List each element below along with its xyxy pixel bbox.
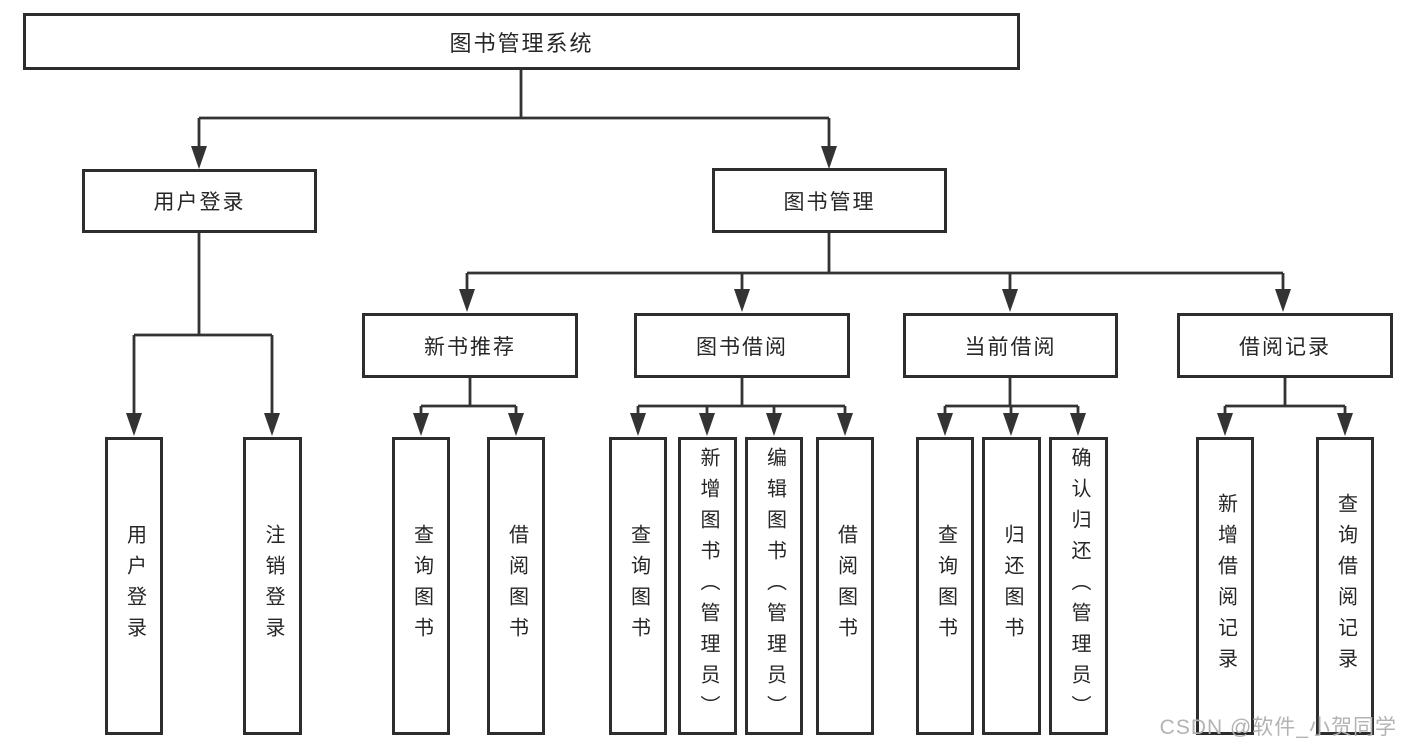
leaf-logout-label: 注销登录 bbox=[262, 524, 284, 648]
leaf-add-borrow-record: 新增借阅记录 bbox=[1196, 437, 1254, 735]
node-new-book-recommend: 新书推荐 bbox=[362, 313, 578, 378]
leaf-edit-book-admin-label: 编辑图书（管理员） bbox=[763, 446, 786, 726]
leaf-borrow-books-1-label: 借阅图书 bbox=[505, 524, 528, 648]
node-current-borrowing: 当前借阅 bbox=[903, 313, 1118, 378]
leaf-user-login: 用户登录 bbox=[105, 437, 163, 735]
leaf-query-books-3: 查询图书 bbox=[916, 437, 974, 735]
tree-edges bbox=[132, 70, 1347, 418]
leaf-logout: 注销登录 bbox=[243, 437, 302, 735]
leaf-borrow-books-1: 借阅图书 bbox=[487, 437, 545, 735]
leaf-query-borrow-record: 查询借阅记录 bbox=[1316, 437, 1374, 735]
node-user-login: 用户登录 bbox=[82, 169, 317, 233]
leaf-add-book-admin: 新增图书（管理员） bbox=[678, 437, 737, 735]
leaf-edit-book-admin: 编辑图书（管理员） bbox=[745, 437, 803, 735]
leaf-return-book: 归还图书 bbox=[982, 437, 1041, 735]
leaf-confirm-return-admin-label: 确认归还（管理员） bbox=[1068, 446, 1090, 726]
leaf-query-books-2-label: 查询图书 bbox=[627, 524, 650, 648]
leaf-confirm-return-admin: 确认归还（管理员） bbox=[1049, 437, 1108, 735]
node-library-system: 图书管理系统 bbox=[23, 13, 1020, 70]
node-borrowing-records: 借阅记录 bbox=[1177, 313, 1393, 378]
arrowhead-icons bbox=[126, 146, 1353, 436]
leaf-add-borrow-record-label: 新增借阅记录 bbox=[1214, 493, 1237, 679]
leaf-return-book-label: 归还图书 bbox=[1001, 524, 1023, 648]
node-book-borrowing: 图书借阅 bbox=[634, 313, 850, 378]
leaf-borrow-books-2-label: 借阅图书 bbox=[834, 524, 857, 648]
leaf-query-books-3-label: 查询图书 bbox=[934, 524, 957, 648]
leaf-query-borrow-record-label: 查询借阅记录 bbox=[1334, 493, 1357, 679]
csdn-watermark: CSDN @软件_小贺同学 bbox=[1159, 716, 1397, 739]
leaf-user-login-label: 用户登录 bbox=[123, 524, 146, 648]
leaf-query-books-2: 查询图书 bbox=[609, 437, 667, 735]
node-book-management: 图书管理 bbox=[712, 168, 947, 233]
leaf-borrow-books-2: 借阅图书 bbox=[816, 437, 874, 735]
leaf-query-books-1: 查询图书 bbox=[392, 437, 450, 735]
leaf-add-book-admin-label: 新增图书（管理员） bbox=[697, 446, 719, 726]
leaf-query-books-1-label: 查询图书 bbox=[410, 524, 433, 648]
